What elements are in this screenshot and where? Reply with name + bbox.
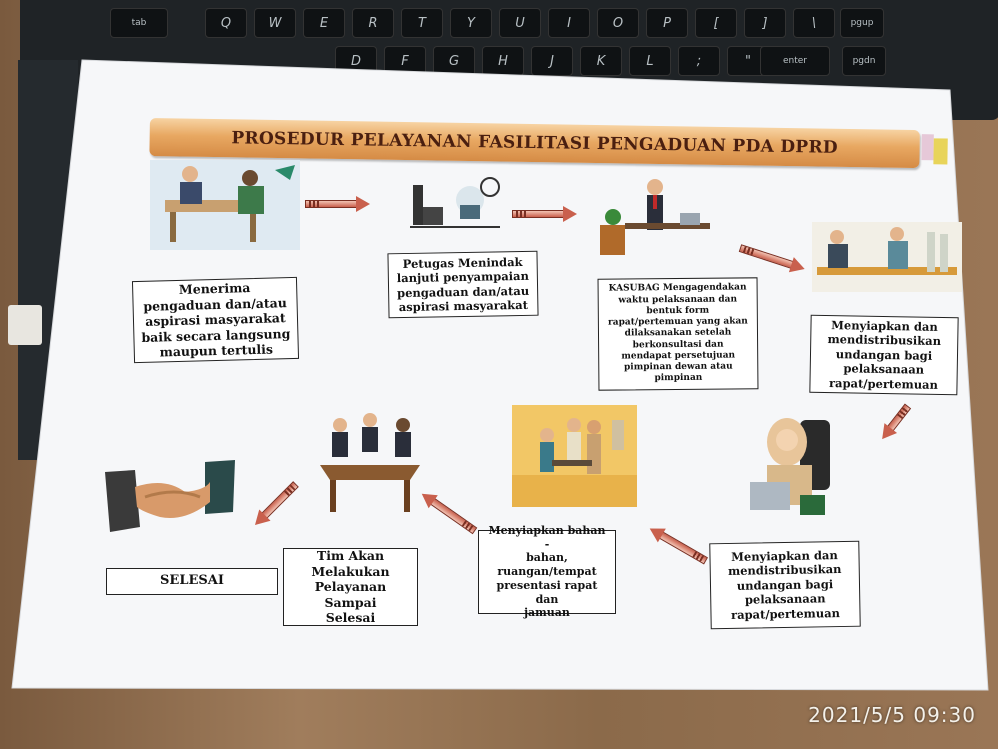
conference-table-illustration — [315, 410, 425, 515]
banner-tab-pink — [921, 134, 934, 161]
meeting-desk-illustration — [150, 160, 300, 250]
keyboard-key: G — [433, 46, 475, 76]
tab-key: tab — [110, 8, 168, 38]
photo-timestamp: 2021/5/5 09:30 — [808, 703, 976, 727]
worker-clock-illustration — [405, 175, 505, 235]
keyboard-key: \ — [793, 8, 835, 38]
step1-box: Menerima pengaduan dan/atau aspirasi mas… — [131, 276, 300, 364]
keyboard-key: I — [548, 8, 590, 38]
keyboard-key: W — [254, 8, 296, 38]
woman-hijab-laptop-illustration — [745, 410, 835, 525]
keyboard-key: T — [401, 8, 443, 38]
keyboard-key: E — [303, 8, 345, 38]
handshake-illustration — [105, 452, 240, 537]
banner-tab-yellow — [933, 138, 948, 165]
arrow-2 — [512, 206, 577, 222]
handshake-meeting-illustration — [812, 222, 962, 292]
keyboard-key: R — [352, 8, 394, 38]
step5-box: Menyiapkan dan mendistribusikan undangan… — [709, 540, 861, 630]
office-man-desk-illustration — [595, 175, 715, 260]
arrow-1 — [305, 196, 370, 212]
step2-box: Petugas Menindak lanjuti penyampaian pen… — [387, 250, 539, 319]
keyboard-key: U — [499, 8, 541, 38]
keyboard-key: [ — [695, 8, 737, 38]
keyboard-key: O — [597, 8, 639, 38]
step7-box: Tim Akan Melakukan Pelayanan Sampai Sele… — [283, 548, 418, 626]
pgup-key: pgup — [840, 8, 884, 38]
pgdn-key: pgdn — [842, 46, 886, 76]
step3-box: KASUBAG Mengagendakan waktu pelaksanaan … — [597, 277, 759, 391]
keyboard-key: P — [646, 8, 688, 38]
team-preparation-illustration — [512, 405, 637, 507]
enter-key: enter — [760, 46, 830, 76]
keyboard-key: Y — [450, 8, 492, 38]
keyboard-key: Q — [205, 8, 247, 38]
step6-box: Menyiapkan bahan - bahan, ruangan/tempat… — [478, 524, 616, 619]
step4-box: Menyiapkan dan mendistribusikan undangan… — [809, 314, 959, 396]
keyboard-key: K — [580, 46, 622, 76]
keyboard-key: ] — [744, 8, 786, 38]
keyboard-key: J — [531, 46, 573, 76]
keyboard-key: ; — [678, 46, 720, 76]
usb-plug — [8, 305, 42, 345]
keyboard-key: L — [629, 46, 671, 76]
step8-box: SELESAI — [106, 568, 278, 595]
